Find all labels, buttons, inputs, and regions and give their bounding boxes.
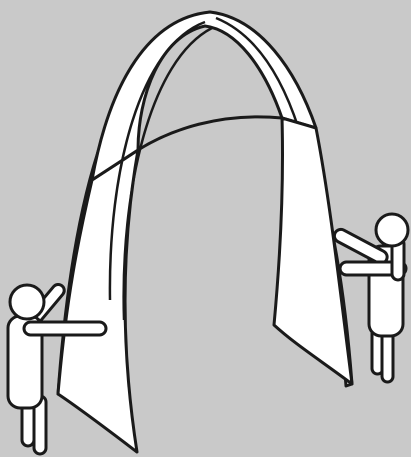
person-right-head — [376, 214, 408, 246]
arch-canopy-edge — [138, 117, 282, 150]
arch-right-leg — [274, 118, 352, 384]
person-left-arm-forward — [24, 322, 106, 335]
person-left-head — [10, 285, 44, 319]
arch-left-leg — [58, 150, 138, 452]
inflatable-arch-icon — [58, 12, 352, 452]
